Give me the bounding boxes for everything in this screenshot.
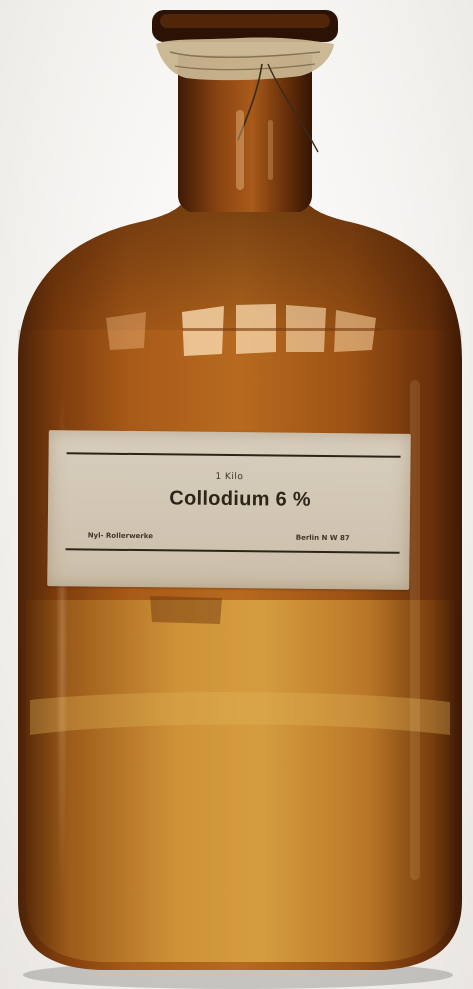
- label-bottom-rule: [65, 548, 400, 554]
- window-reflections: [106, 304, 382, 356]
- label-maker: Nyl- Rollerwerke: [87, 531, 154, 541]
- tie-string: [237, 63, 263, 141]
- label-quantity: 1 Kilo: [215, 471, 244, 483]
- label-product-name: Collodium 6 %: [169, 487, 312, 511]
- bottle-liquid: [26, 600, 454, 962]
- label-top-rule: [66, 452, 401, 458]
- label-city: Berlin N W 87: [295, 533, 350, 543]
- bottle-neck: [178, 55, 312, 212]
- bottle-label: 1 Kilo Collodium 6 % Nyl- Rollerwerke Be…: [47, 430, 411, 590]
- liquid-residue: [30, 692, 450, 735]
- paper-cap-cover: [156, 37, 334, 81]
